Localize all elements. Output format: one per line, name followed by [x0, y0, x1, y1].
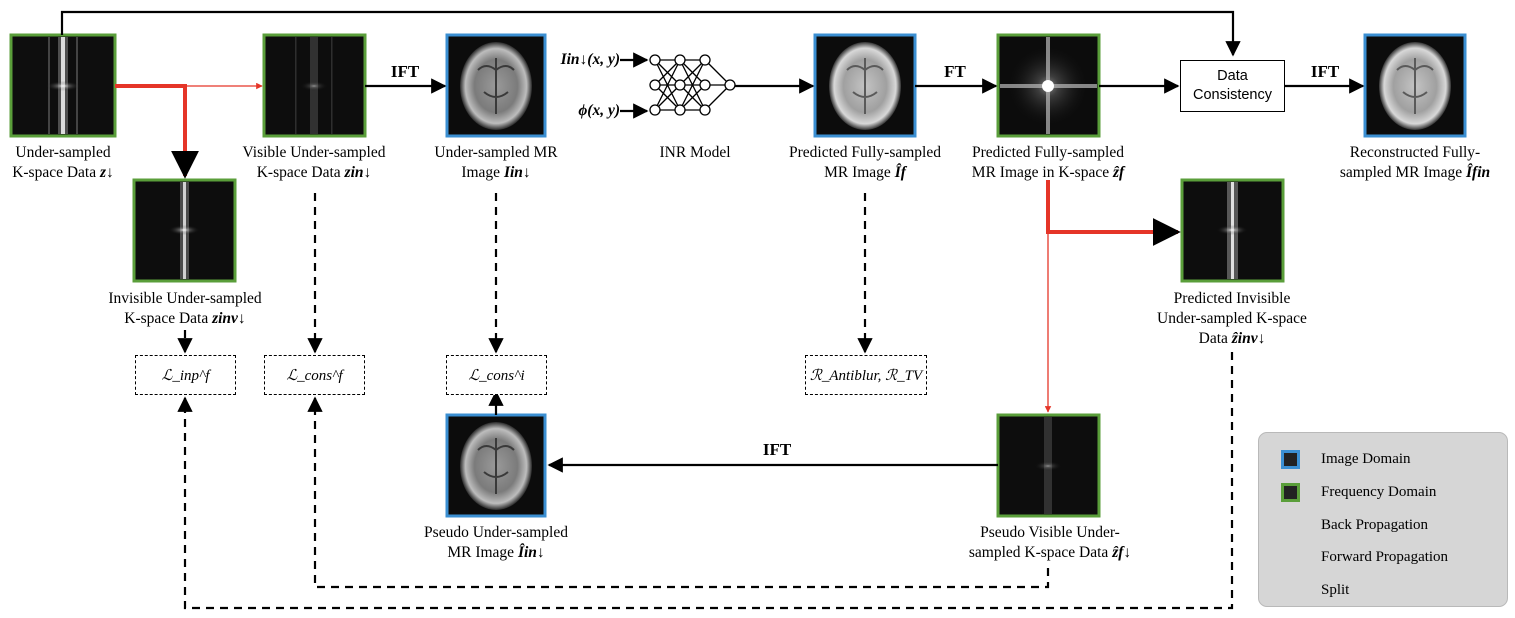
- legend-label: Image Domain: [1321, 450, 1411, 467]
- label-predicted-invisible: Predicted Invisible Under-sampled K-spac…: [1157, 290, 1307, 347]
- loss-inp: ℒ_inp^f: [135, 355, 236, 395]
- legend-item-split: Split: [1281, 578, 1349, 602]
- legend-label: Back Propagation: [1321, 516, 1429, 533]
- label-ift-3: IFT: [762, 440, 792, 459]
- label-invisible-kspace: Invisible Under-sampled K-space Data zin…: [108, 290, 262, 327]
- label-predicted-kspace: Predicted Fully-sampled MR Image in K-sp…: [971, 144, 1125, 181]
- panel-predicted-kspace: [996, 33, 1101, 138]
- label-inr-model: INR Model: [659, 144, 731, 161]
- legend-label: Frequency Domain: [1321, 483, 1437, 500]
- label-ift-2: IFT: [1310, 62, 1340, 81]
- panel-invisible-kspace: [132, 178, 237, 283]
- label-undersampled-kspace: Under-sampled K-space Data z↓: [12, 144, 114, 181]
- frequency-domain-swatch: [1281, 482, 1300, 502]
- label-encoding-input: ϕ(x, y): [578, 102, 620, 119]
- legend-label: Forward Propagation: [1321, 548, 1449, 565]
- data-consistency-box: Data Consistency: [1180, 60, 1285, 112]
- loss-cons-i: ℒ_cons^i: [446, 355, 547, 395]
- legend-label: Split: [1321, 581, 1350, 598]
- panel-reconstructed: [1363, 33, 1467, 138]
- loss-regularizers: ℛ_Antiblur, ℛ_TV: [805, 355, 927, 395]
- inr-network-icon: [649, 54, 736, 116]
- panel-predicted-fully: [813, 33, 917, 138]
- panel-pseudo-visible: [996, 413, 1101, 518]
- label-undersampled-mr: Under-sampled MR Image Iin↓: [434, 144, 558, 181]
- label-intensity-input: Iin↓(x, y): [560, 51, 620, 68]
- back-propagation-arrows: [177, 193, 1234, 610]
- panel-undersampled-kspace: [9, 33, 117, 138]
- label-reconstructed: Reconstructed Fully- sampled MR Image Îf…: [1339, 144, 1491, 181]
- panel-pseudo-mr: [445, 413, 547, 518]
- legend-item-image-domain: Image Domain: [1281, 447, 1411, 471]
- legend-item-back-propagation: Back Propagation: [1281, 513, 1428, 537]
- image-domain-swatch: [1281, 449, 1300, 469]
- loss-cons-f: ℒ_cons^f: [264, 355, 365, 395]
- panel-undersampled-mr: [445, 33, 547, 138]
- panel-visible-kspace: [262, 33, 367, 138]
- forward-arrows: [60, 10, 1365, 473]
- legend-item-frequency-domain: Frequency Domain: [1281, 480, 1436, 504]
- panel-predicted-invisible: [1180, 178, 1285, 283]
- split-arrows: [115, 82, 1181, 413]
- legend-item-forward-propagation: Forward Propagation: [1281, 545, 1448, 569]
- label-pseudo-visible: Pseudo Visible Under- sampled K-space Da…: [968, 524, 1132, 561]
- label-ft: FT: [944, 62, 966, 81]
- label-pseudo-mr: Pseudo Under-sampled MR Image Îin↓: [424, 524, 568, 561]
- label-visible-kspace: Visible Under-sampled K-space Data zin↓: [242, 144, 386, 181]
- label-ift-1: IFT: [390, 62, 420, 81]
- legend-panel: Image Domain Frequency Domain Back Propa…: [1258, 432, 1508, 607]
- label-predicted-fully: Predicted Fully-sampled MR Image Îf: [789, 144, 941, 181]
